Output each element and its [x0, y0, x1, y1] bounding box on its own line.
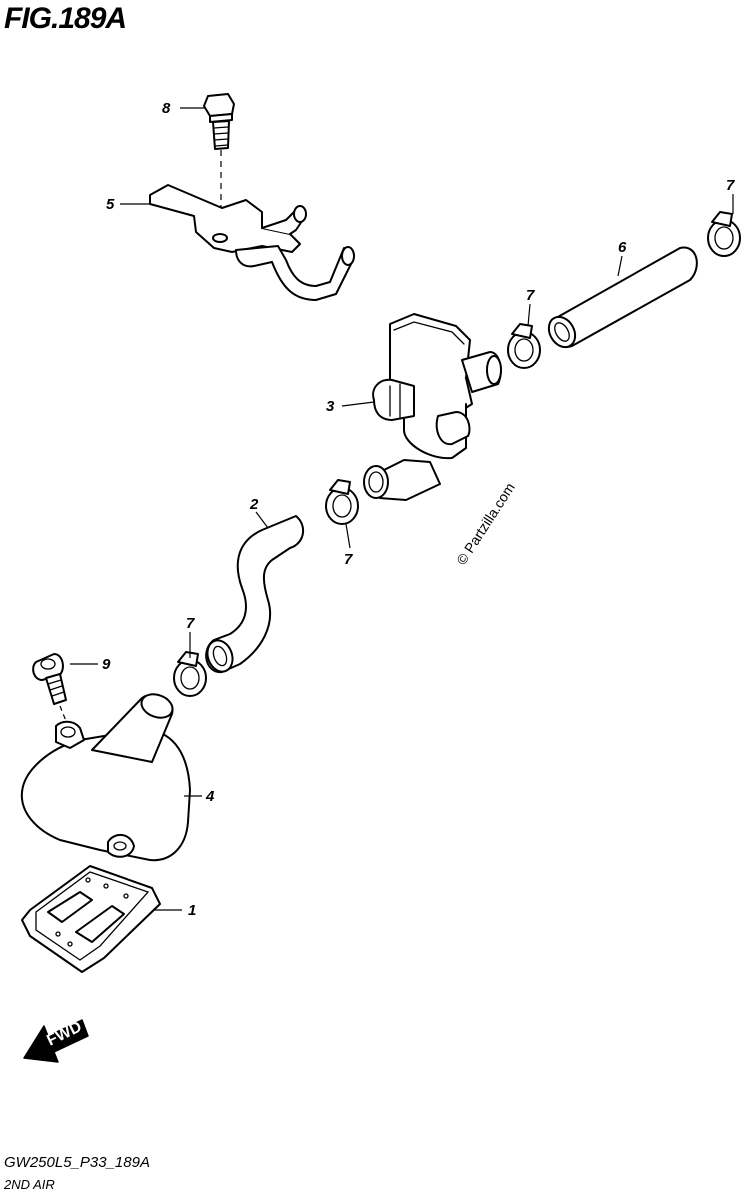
cover-part-4[interactable] — [20, 690, 191, 862]
leader-7b — [527, 303, 531, 327]
forward-arrow-icon: FWD — [23, 1018, 89, 1063]
leader-6 — [617, 255, 623, 277]
callout-7a: 7 — [726, 177, 735, 194]
bolt-part-8[interactable] — [203, 93, 235, 150]
callout-6: 6 — [618, 239, 627, 256]
hose-part-2[interactable] — [203, 515, 305, 675]
clamp-part-7-valve-left[interactable] — [325, 479, 359, 525]
bolt-part-9[interactable] — [32, 653, 67, 705]
callout-7d: 7 — [186, 615, 195, 632]
leader-7c — [345, 523, 351, 549]
figure-title: FIG.189A — [4, 2, 127, 35]
callout-2: 2 — [249, 496, 259, 513]
bolt-axis-line-9 — [59, 705, 69, 727]
clamp-part-7-lower[interactable] — [173, 651, 207, 697]
callout-1: 1 — [188, 902, 196, 919]
callout-3: 3 — [326, 398, 335, 415]
callout-9: 9 — [102, 656, 111, 673]
callout-8: 8 — [162, 100, 171, 117]
watermark: © Partzilla.com — [453, 480, 518, 568]
bracket-part-5[interactable] — [149, 184, 355, 301]
hose-part-6[interactable] — [544, 246, 698, 352]
callout-5: 5 — [106, 196, 115, 213]
callout-7b: 7 — [526, 287, 535, 304]
clamp-part-7-upper-right[interactable] — [707, 211, 741, 257]
section-name: 2ND AIR — [4, 1177, 55, 1192]
model-code: GW250L5_P33_189A — [4, 1154, 150, 1171]
leader-3 — [341, 401, 375, 407]
reed-plate-part-1[interactable] — [21, 865, 161, 973]
callout-4: 4 — [205, 788, 215, 805]
callout-7c: 7 — [344, 551, 353, 568]
valve-part-3[interactable] — [363, 313, 502, 501]
leader-2 — [255, 511, 269, 529]
clamp-part-7-valve-right[interactable] — [507, 323, 541, 369]
